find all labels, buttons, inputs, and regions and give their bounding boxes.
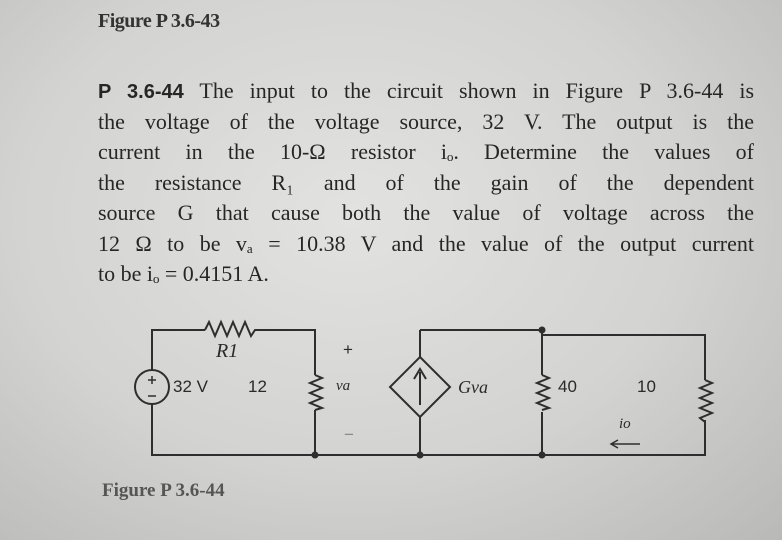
io-label: io: [619, 416, 631, 432]
io-arrow-icon: [609, 439, 640, 449]
resistor-40: [534, 374, 553, 411]
problem-line: 12 Ω to be vₐ = 10.38 V and the value of…: [98, 230, 754, 256]
r1-label: R1: [216, 340, 239, 362]
resistor-12: [307, 374, 326, 411]
resistor-r1: [204, 319, 260, 339]
resistor-10: [697, 379, 715, 423]
va-minus: −: [344, 425, 354, 444]
problem-statement: P 3.6-44 The input to the circuit shown …: [98, 76, 754, 290]
voltage-source-icon: [134, 369, 170, 405]
node-dots: [311, 326, 546, 459]
dep-source-label: Gva: [458, 377, 488, 397]
r12-label: 12: [248, 377, 267, 396]
problem-number: P 3.6-44: [98, 81, 184, 103]
problem-line: the resistance R₁ and of the gain of the…: [98, 169, 754, 195]
source-label: 32 V: [173, 377, 208, 396]
problem-line: P 3.6-44 The input to the circuit shown …: [98, 78, 755, 103]
r10-label: 10: [637, 377, 656, 396]
va-plus: +: [343, 340, 353, 359]
previous-figure-caption: Figure P 3.6-43: [98, 10, 220, 32]
problem-line: to be iₒ = 0.4151 A.: [98, 261, 269, 286]
dependent-current-source-icon: [388, 355, 452, 419]
va-label: va: [336, 378, 351, 394]
problem-line: the voltage of the voltage source, 32 V.…: [98, 108, 754, 134]
problem-line: source G that cause both the value of vo…: [98, 200, 754, 225]
wires: [151, 329, 706, 456]
problem-line: current in the 10-Ω resistor iₒ. Determi…: [98, 139, 754, 164]
r40-label: 40: [558, 377, 577, 396]
figure-caption: Figure P 3.6-44: [102, 480, 225, 501]
